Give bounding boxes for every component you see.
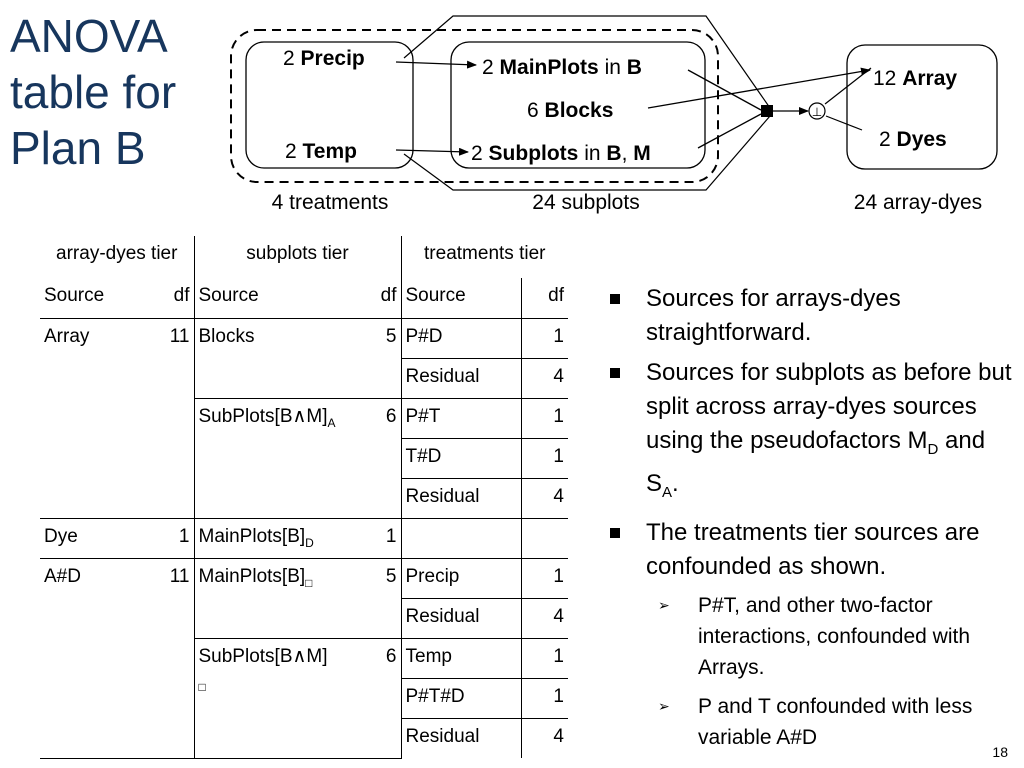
array-dyes-tier-label: array-dyes tier xyxy=(40,236,195,278)
table-row: Residual 4 xyxy=(40,718,568,758)
source-dye: Dye xyxy=(40,518,144,559)
table-row: A#D 11 MainPlots[B]□ 5 Precip 1 xyxy=(40,558,568,759)
df-ad: 11 xyxy=(144,558,195,759)
table-row: T#D 1 xyxy=(40,438,568,479)
table-row: SubPlots[B∧M]A 6 P#T 1 xyxy=(40,398,568,519)
df-subplots-a: 6 xyxy=(360,398,402,519)
source-pt: P#T xyxy=(401,398,522,439)
df-pt: 1 xyxy=(521,398,568,439)
df-td: 1 xyxy=(521,438,568,479)
array-label: 12 Array xyxy=(873,67,957,90)
sub-bullet-item: P#T, and other two-factor interactions, … xyxy=(646,590,1014,683)
header-row: Source df Source df Source df xyxy=(40,278,568,319)
bullet-item: Sources for subplots as before but split… xyxy=(604,356,1014,510)
df-precip: 1 xyxy=(521,558,568,599)
header-source-3: Source xyxy=(401,278,522,319)
subplots-label: 2 Subplots in B, M xyxy=(471,142,651,165)
treatments-count-label: 4 treatments xyxy=(272,191,389,214)
source-residual: Residual xyxy=(401,358,522,399)
df-blocks: 5 xyxy=(360,318,402,399)
header-source-1: Source xyxy=(40,278,144,319)
tier-row: array-dyes tier subplots tier treatments… xyxy=(40,236,568,278)
title-line-1: ANOVA xyxy=(10,10,168,62)
temp-label: 2 Temp xyxy=(285,140,357,163)
table-row: Residual 4 xyxy=(40,598,568,639)
df-mainplots-d: 1 xyxy=(360,518,402,559)
source-residual: Residual xyxy=(401,718,522,758)
df-array: 11 xyxy=(144,318,195,519)
slide-title: ANOVA table for Plan B xyxy=(10,8,210,176)
subplots-box xyxy=(450,41,706,169)
arraydyes-box xyxy=(846,44,998,170)
source-ptd: P#T#D xyxy=(401,678,522,719)
df-residual: 4 xyxy=(521,478,568,519)
bullet-item: Sources for arrays-dyes straightforward. xyxy=(604,282,1014,350)
table-row: Array 11 Blocks 5 P#D 1 xyxy=(40,318,568,519)
table-row: SubPlots[B∧M]□ 6 Temp 1 xyxy=(40,638,568,759)
header-df-2: df xyxy=(360,278,402,319)
df-residual: 4 xyxy=(521,598,568,639)
df-mainplots-box: 5 xyxy=(360,558,402,639)
mainplots-label: 2 MainPlots in B xyxy=(482,56,642,79)
source-temp: Temp xyxy=(401,638,522,679)
df-pd: 1 xyxy=(521,318,568,359)
source-array: Array xyxy=(40,318,144,519)
table-row: Dye 1 MainPlots[B]D 1 xyxy=(40,518,568,559)
table-row: P#T#D 1 xyxy=(40,678,568,719)
perp-symbol: ⊥ xyxy=(812,105,822,119)
structure-diagram: ⊥ 2 Precip 2 Temp 2 MainPlots in B 6 Blo… xyxy=(230,15,998,214)
anova-table: array-dyes tier subplots tier treatments… xyxy=(40,236,568,759)
dashed-enclosure xyxy=(230,29,719,183)
source-subplots-a: SubPlots[B∧M]A xyxy=(194,398,360,519)
sub-bullet-list: P#T, and other two-factor interactions, … xyxy=(646,590,1014,753)
header-df-3: df xyxy=(521,278,568,319)
sub-bullet-item: P and T confounded with less variable A#… xyxy=(646,691,1014,753)
table-row: Residual 4 xyxy=(40,358,568,399)
blocks-label: 6 Blocks xyxy=(527,99,613,122)
df-residual: 4 xyxy=(553,725,564,747)
source-residual: Residual xyxy=(401,478,522,519)
source-ad: A#D xyxy=(40,558,144,759)
title-line-3: Plan B xyxy=(10,122,146,174)
source-td: T#D xyxy=(401,438,522,479)
source-subplots-box: SubPlots[B∧M]□ xyxy=(194,638,360,759)
subplots-tier-label: subplots tier xyxy=(194,236,402,278)
product-node xyxy=(761,105,773,117)
dyes-label: 2 Dyes xyxy=(879,128,947,151)
treatments-tier-label: treatments tier xyxy=(424,243,546,264)
source-mainplots-d: MainPlots[B]D xyxy=(194,518,360,559)
bullet-item: The treatments tier sources are confound… xyxy=(604,516,1014,753)
df-temp: 1 xyxy=(521,638,568,679)
source-blocks: Blocks xyxy=(194,318,360,399)
header-df-1: df xyxy=(144,278,195,319)
title-line-2: table for xyxy=(10,66,177,118)
source-residual: Residual xyxy=(401,598,522,639)
header-source-2: Source xyxy=(194,278,360,319)
precip-label: 2 Precip xyxy=(283,47,365,70)
df-subplots-box: 6 xyxy=(360,638,402,759)
arraydyes-count-label: 24 array-dyes xyxy=(854,191,982,214)
table-row: Residual 4 xyxy=(40,478,568,519)
source-pd: P#D xyxy=(401,318,522,359)
source-precip: Precip xyxy=(401,558,522,599)
empty-cell xyxy=(521,518,568,559)
df-residual: 4 xyxy=(521,358,568,399)
source-mainplots-box: MainPlots[B]□ xyxy=(194,558,360,639)
perp-node xyxy=(808,102,826,120)
subplots-count-label: 24 subplots xyxy=(532,191,639,214)
treatments-box xyxy=(245,41,414,169)
df-ptd: 1 xyxy=(521,678,568,719)
bullet-list: Sources for arrays-dyes straightforward.… xyxy=(604,282,1014,761)
empty-cell xyxy=(401,518,522,559)
df-dye: 1 xyxy=(144,518,195,559)
page-number: 18 xyxy=(992,744,1008,760)
